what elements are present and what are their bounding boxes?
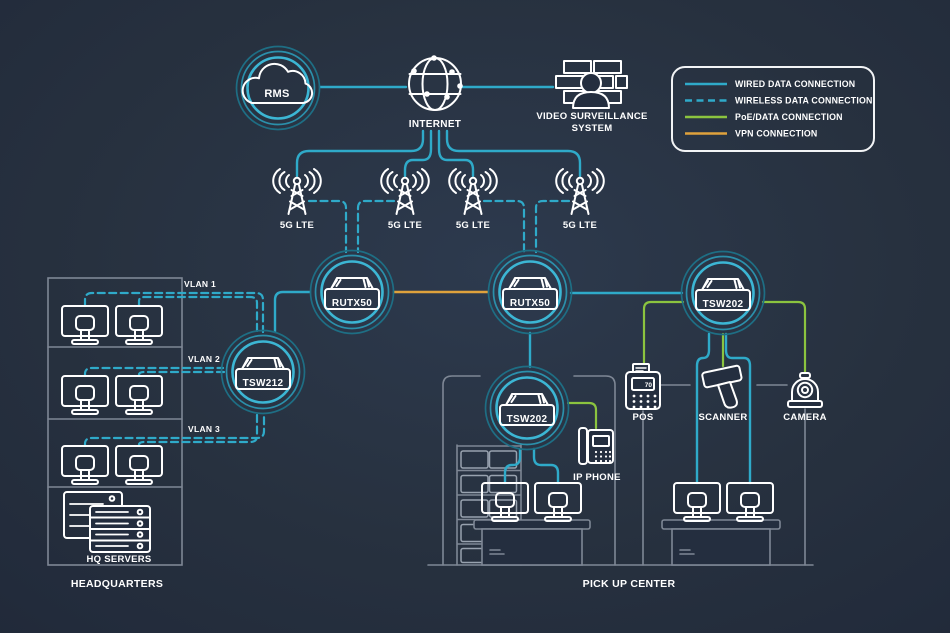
legend: WIRED DATA CONNECTION WIRELESS DATA CONN… [671, 66, 875, 152]
server-icon [63, 491, 151, 553]
router-right-node: RUTX50 [487, 249, 573, 335]
router-right-label: RUTX50 [510, 298, 550, 309]
camera-node: CAMERA [783, 372, 827, 423]
left-desk [473, 519, 591, 566]
hq-servers-label: HQ SERVERS [86, 554, 151, 565]
vlan3-links [83, 412, 266, 448]
towers: 5G LTE 5G LTE 5G LTE 5G LTE [272, 168, 605, 231]
vlan1-label: VLAN 1 [184, 279, 216, 289]
pos-terminal-icon [625, 363, 661, 410]
tower-label: 5G LTE [563, 220, 597, 231]
switch-pickup-label: TSW202 [507, 414, 548, 425]
hq-building [47, 277, 183, 566]
camera-icon [787, 372, 823, 408]
switch-hq-node: TSW212 [220, 329, 306, 415]
pick-up-center-label: PICK UP CENTER [583, 578, 676, 590]
switch-hq-label: TSW212 [243, 378, 284, 389]
scanner-node: SCANNER [698, 364, 747, 423]
router-left-node: RUTX50 [309, 249, 395, 335]
video-label-2: SYSTEM [572, 123, 613, 134]
tower-label: 5G LTE [456, 220, 490, 231]
tsw202r-links [642, 300, 807, 485]
legend-poe-label: PoE/DATA CONNECTION [735, 112, 843, 122]
link-router-tsw212 [273, 290, 312, 334]
tsw202c-links [503, 401, 598, 485]
hq-workstations [61, 305, 163, 485]
tower-label: 5G LTE [280, 220, 314, 231]
vlan2-links [83, 366, 227, 378]
link-internet-towers [295, 129, 582, 178]
scanner-label: SCANNER [698, 412, 747, 423]
ip-phone-icon [578, 427, 614, 465]
right-desk [661, 519, 781, 566]
desk-monitor [534, 482, 582, 522]
video-label-1: VIDEO SURVEILLANCE [536, 111, 647, 122]
switch-peripherals-label: TSW202 [703, 299, 744, 310]
globe-icon [408, 55, 463, 111]
video-wall-icon [555, 60, 628, 109]
barcode-scanner-icon [701, 364, 743, 409]
internet-label: INTERNET [409, 119, 461, 130]
ip-phone-label: IP PHONE [573, 472, 621, 483]
legend-vpn-label: VPN CONNECTION [735, 129, 817, 139]
ip-phone-node: IP PHONE [573, 427, 621, 483]
internet-node: INTERNET [408, 55, 463, 130]
switch-peripherals-node: TSW202 [680, 250, 766, 336]
vlan3-label: VLAN 3 [188, 424, 220, 434]
switch-pickup-node: TSW202 [484, 365, 570, 451]
wireless-links [307, 199, 571, 254]
vlan2-label: VLAN 2 [188, 354, 220, 364]
camera-label: CAMERA [783, 412, 827, 423]
vlan1-links [83, 291, 265, 334]
cloud-icon [241, 62, 314, 105]
legend-wireless-label: WIRELESS DATA CONNECTION [735, 96, 873, 106]
storage-rack [456, 444, 522, 566]
headquarters-label: HEADQUARTERS [71, 578, 163, 590]
pos-node: 70 POS [625, 363, 661, 423]
legend-wired-label: WIRED DATA CONNECTION [735, 79, 855, 89]
router-left-label: RUTX50 [332, 298, 372, 309]
pos-label: POS [633, 412, 654, 423]
desk-monitor [673, 482, 721, 522]
rms-node: RMS [235, 45, 321, 131]
hq-servers: HQ SERVERS [63, 491, 151, 565]
tower-label: 5G LTE [388, 220, 422, 231]
desk-monitor [726, 482, 774, 522]
pos-display: 70 [645, 382, 653, 389]
rms-label: RMS [264, 88, 289, 100]
video-surveillance-node: VIDEO SURVEILLANCE SYSTEM [536, 60, 647, 134]
